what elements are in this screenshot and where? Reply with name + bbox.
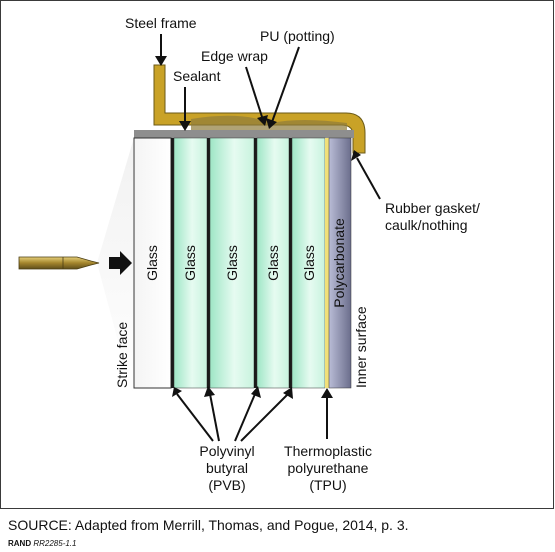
pu-potting-label: PU (potting) xyxy=(260,28,335,44)
pvb-label-2: butyral xyxy=(206,460,248,476)
pvb-label-1: Polyvinyl xyxy=(199,443,254,459)
tpu-label-2: polyurethane xyxy=(288,460,369,476)
tpu-arrowhead xyxy=(321,388,333,398)
glass-label-1: Glass xyxy=(144,245,160,281)
figure-id: RAND RR2285-1.1 xyxy=(8,539,76,548)
glass-label-4: Glass xyxy=(265,245,281,281)
edge-wrap-label: Edge wrap xyxy=(201,48,268,64)
glass-label-5: Glass xyxy=(301,245,317,281)
figure-id-prefix: RAND xyxy=(8,539,32,548)
pu-potting-arrow xyxy=(271,46,300,123)
edge-wrap-arrowhead xyxy=(257,115,268,126)
tpu-label-3: (TPU) xyxy=(309,477,346,493)
pvb-arrowhead-1 xyxy=(172,387,182,397)
pvb-interlayer-4 xyxy=(289,138,292,388)
strike-face-label: Strike face xyxy=(114,322,130,388)
pvb-interlayer-3 xyxy=(254,138,257,388)
pvb-arrowhead-3 xyxy=(251,386,261,398)
pvb-arrow-4 xyxy=(240,393,289,442)
pvb-interlayer-2 xyxy=(207,138,210,388)
rubber-gasket-arrowhead xyxy=(351,150,361,161)
glass-layer-5 xyxy=(291,137,326,389)
rubber-gasket-label-2: caulk/nothing xyxy=(385,217,468,233)
figure-frame: Glass Glass Glass Glass Glass Polycarbon… xyxy=(0,0,554,509)
rubber-gasket-arrow xyxy=(356,157,381,200)
rubber-gasket-label-1: Rubber gasket/ xyxy=(385,200,480,216)
steel-frame-arrowhead xyxy=(155,56,167,66)
pvb-arrowhead-2 xyxy=(204,386,215,397)
glass-label-3: Glass xyxy=(224,245,240,281)
polycarbonate-label: Polycarbonate xyxy=(331,218,347,308)
impact-direction-arrow xyxy=(109,251,132,275)
pvb-label-3: (PVB) xyxy=(208,477,245,493)
pvb-interlayer-1 xyxy=(171,138,174,388)
steel-frame-label: Steel frame xyxy=(125,15,197,31)
leader-arrows xyxy=(160,34,381,442)
laminate-diagram: Glass Glass Glass Glass Glass Polycarbon… xyxy=(18,15,480,493)
sealant-strip xyxy=(134,130,354,138)
polycarbonate-layer xyxy=(328,137,352,389)
pvb-arrow-2 xyxy=(209,393,220,442)
tpu-layer xyxy=(325,138,329,388)
inner-surface-label: Inner surface xyxy=(353,306,369,388)
source-note: SOURCE: Adapted from Merrill, Thomas, an… xyxy=(8,517,409,533)
sealant-arrowhead xyxy=(179,121,191,131)
glass-label-2: Glass xyxy=(182,245,198,281)
pvb-arrow-3 xyxy=(234,393,256,442)
sealant-label: Sealant xyxy=(173,68,221,84)
pvb-arrow-1 xyxy=(176,393,214,442)
tpu-label-1: Thermoplastic xyxy=(284,443,372,459)
pvb-arrowhead-4 xyxy=(283,387,293,399)
glass-layer-3 xyxy=(209,137,255,389)
bullet-icon xyxy=(18,256,100,270)
glass-layer-4 xyxy=(256,137,290,389)
arrowheads xyxy=(155,56,361,399)
pu-potting-arrowhead xyxy=(266,118,277,129)
edge-wrap-arrow xyxy=(245,66,264,121)
figure-id-code: RR2285-1.1 xyxy=(33,539,77,548)
glass-layer-1 xyxy=(133,137,172,389)
